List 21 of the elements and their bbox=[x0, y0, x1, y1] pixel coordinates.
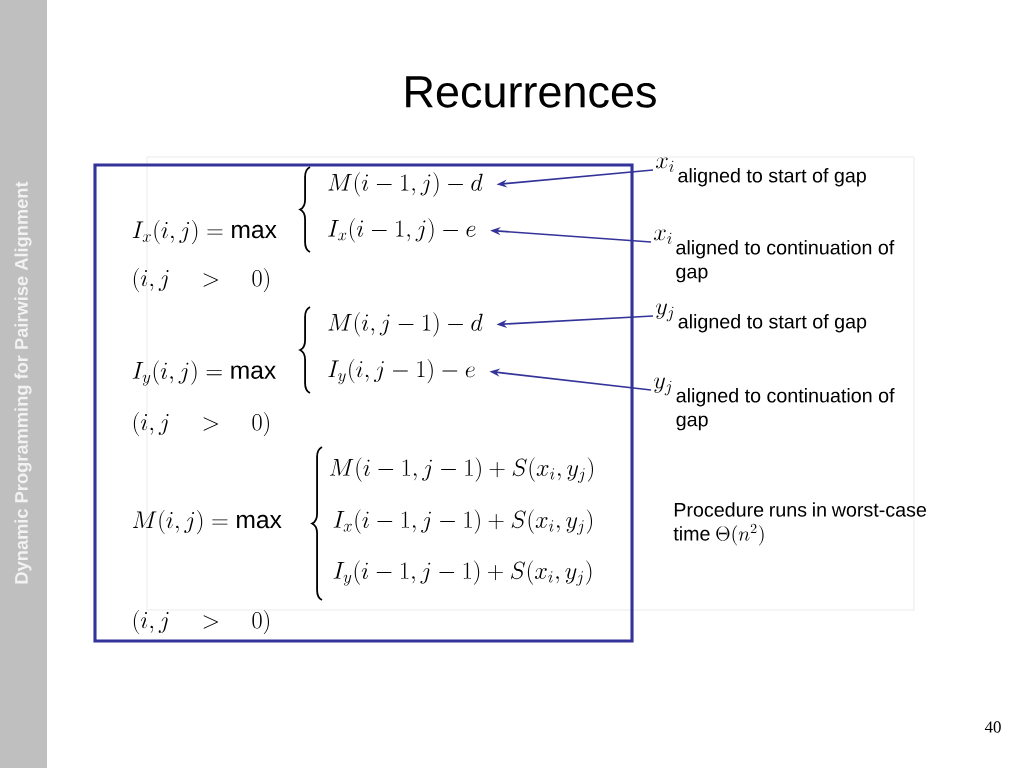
annotation-text: $y_j$ aligned to continuation of gap bbox=[653, 377, 895, 431]
annotation-text: $x_i$ aligned to start of gap bbox=[656, 157, 866, 187]
condition: $(i,j\quad>\quad 0)$ bbox=[133, 267, 269, 293]
formula-line: $I_x(i-1,j)-e$ bbox=[328, 218, 476, 243]
formula-line: $M(i,j-1)-d$ bbox=[328, 312, 483, 337]
formula-line: $M(i-1,j)-d$ bbox=[328, 172, 483, 197]
formula-line: $I_y(i,j-1)-e$ bbox=[328, 358, 475, 385]
formula-line: $I_x(i-1,j-1)+S(x_i,y_j)$ bbox=[333, 509, 593, 535]
note-text: Procedure runs in worst-case time $\Theta(n^{2})$ bbox=[673, 502, 926, 546]
formula: $I_y(i,j)=\max$ bbox=[132, 360, 276, 386]
formula: $I_x(i,j)=\max$ bbox=[132, 219, 277, 245]
formula-line: $M(i-1,j-1)+S(x_i,y_j)$ bbox=[329, 457, 593, 483]
formula-box bbox=[93, 163, 634, 643]
formula-line: $I_y(i-1,j-1)+S(x_i,y_j)$ bbox=[333, 560, 592, 586]
formula: $M(i,j)=\max$ bbox=[132, 509, 282, 535]
page-number: 40 bbox=[984, 721, 1001, 733]
slide-title: Recurrences bbox=[406, 76, 656, 108]
annotation-text: $x_i$ aligned to continuation of gap bbox=[654, 229, 895, 283]
annotation-text: $y_j$ aligned to start of gap bbox=[655, 303, 867, 333]
condition: $(i,j\quad>\quad 0)$ bbox=[133, 411, 269, 437]
condition: $(i,j\quad>\quad 0)$ bbox=[133, 609, 269, 635]
